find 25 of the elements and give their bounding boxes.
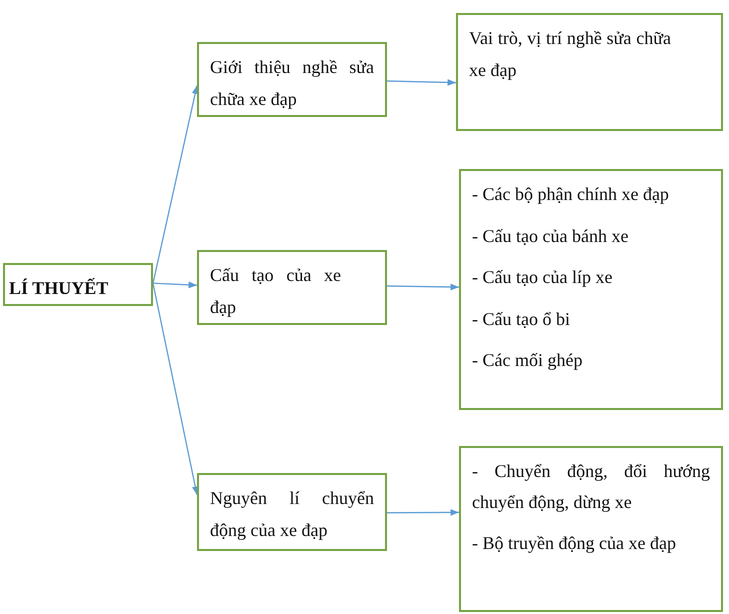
box-text: Cấu tạo của xe đạp bbox=[210, 264, 341, 319]
list-item: - Các bộ phận chính xe đạp bbox=[472, 183, 670, 206]
arrow bbox=[152, 282, 198, 288]
list-item: - Chuyển động, đổi hướng chuyển động, dừng xe bbox=[472, 460, 710, 514]
box-text: Giới thiệu nghề sửa chữa xe đạp bbox=[210, 56, 374, 111]
box-text: Vai trò, vị trí nghề sửa chữa xe đạp bbox=[469, 27, 671, 82]
list-item: - Các mối ghép bbox=[472, 349, 584, 372]
text-box bbox=[197, 42, 387, 117]
arrow bbox=[152, 283, 199, 495]
heading: LÍ THUYẾT bbox=[9, 277, 110, 300]
text-box bbox=[3, 263, 153, 306]
list-item: - Cấu tạo của líp xe bbox=[472, 266, 614, 290]
list-item: - Bộ truyền động của xe đạp bbox=[472, 532, 677, 556]
text-box bbox=[197, 250, 387, 325]
list-item: - Cấu tạo ổ bi bbox=[472, 308, 571, 331]
arrow bbox=[386, 79, 456, 86]
text-box bbox=[197, 473, 387, 551]
list-item: - Cấu tạo của bánh xe bbox=[472, 224, 630, 248]
text-box bbox=[456, 13, 723, 131]
text-box bbox=[459, 169, 723, 410]
box-text: Nguyên lí chuyển động của xe đạp bbox=[210, 487, 374, 542]
arrow bbox=[152, 85, 198, 284]
arrow bbox=[387, 284, 459, 290]
arrow bbox=[387, 509, 459, 516]
text-box bbox=[459, 446, 723, 612]
